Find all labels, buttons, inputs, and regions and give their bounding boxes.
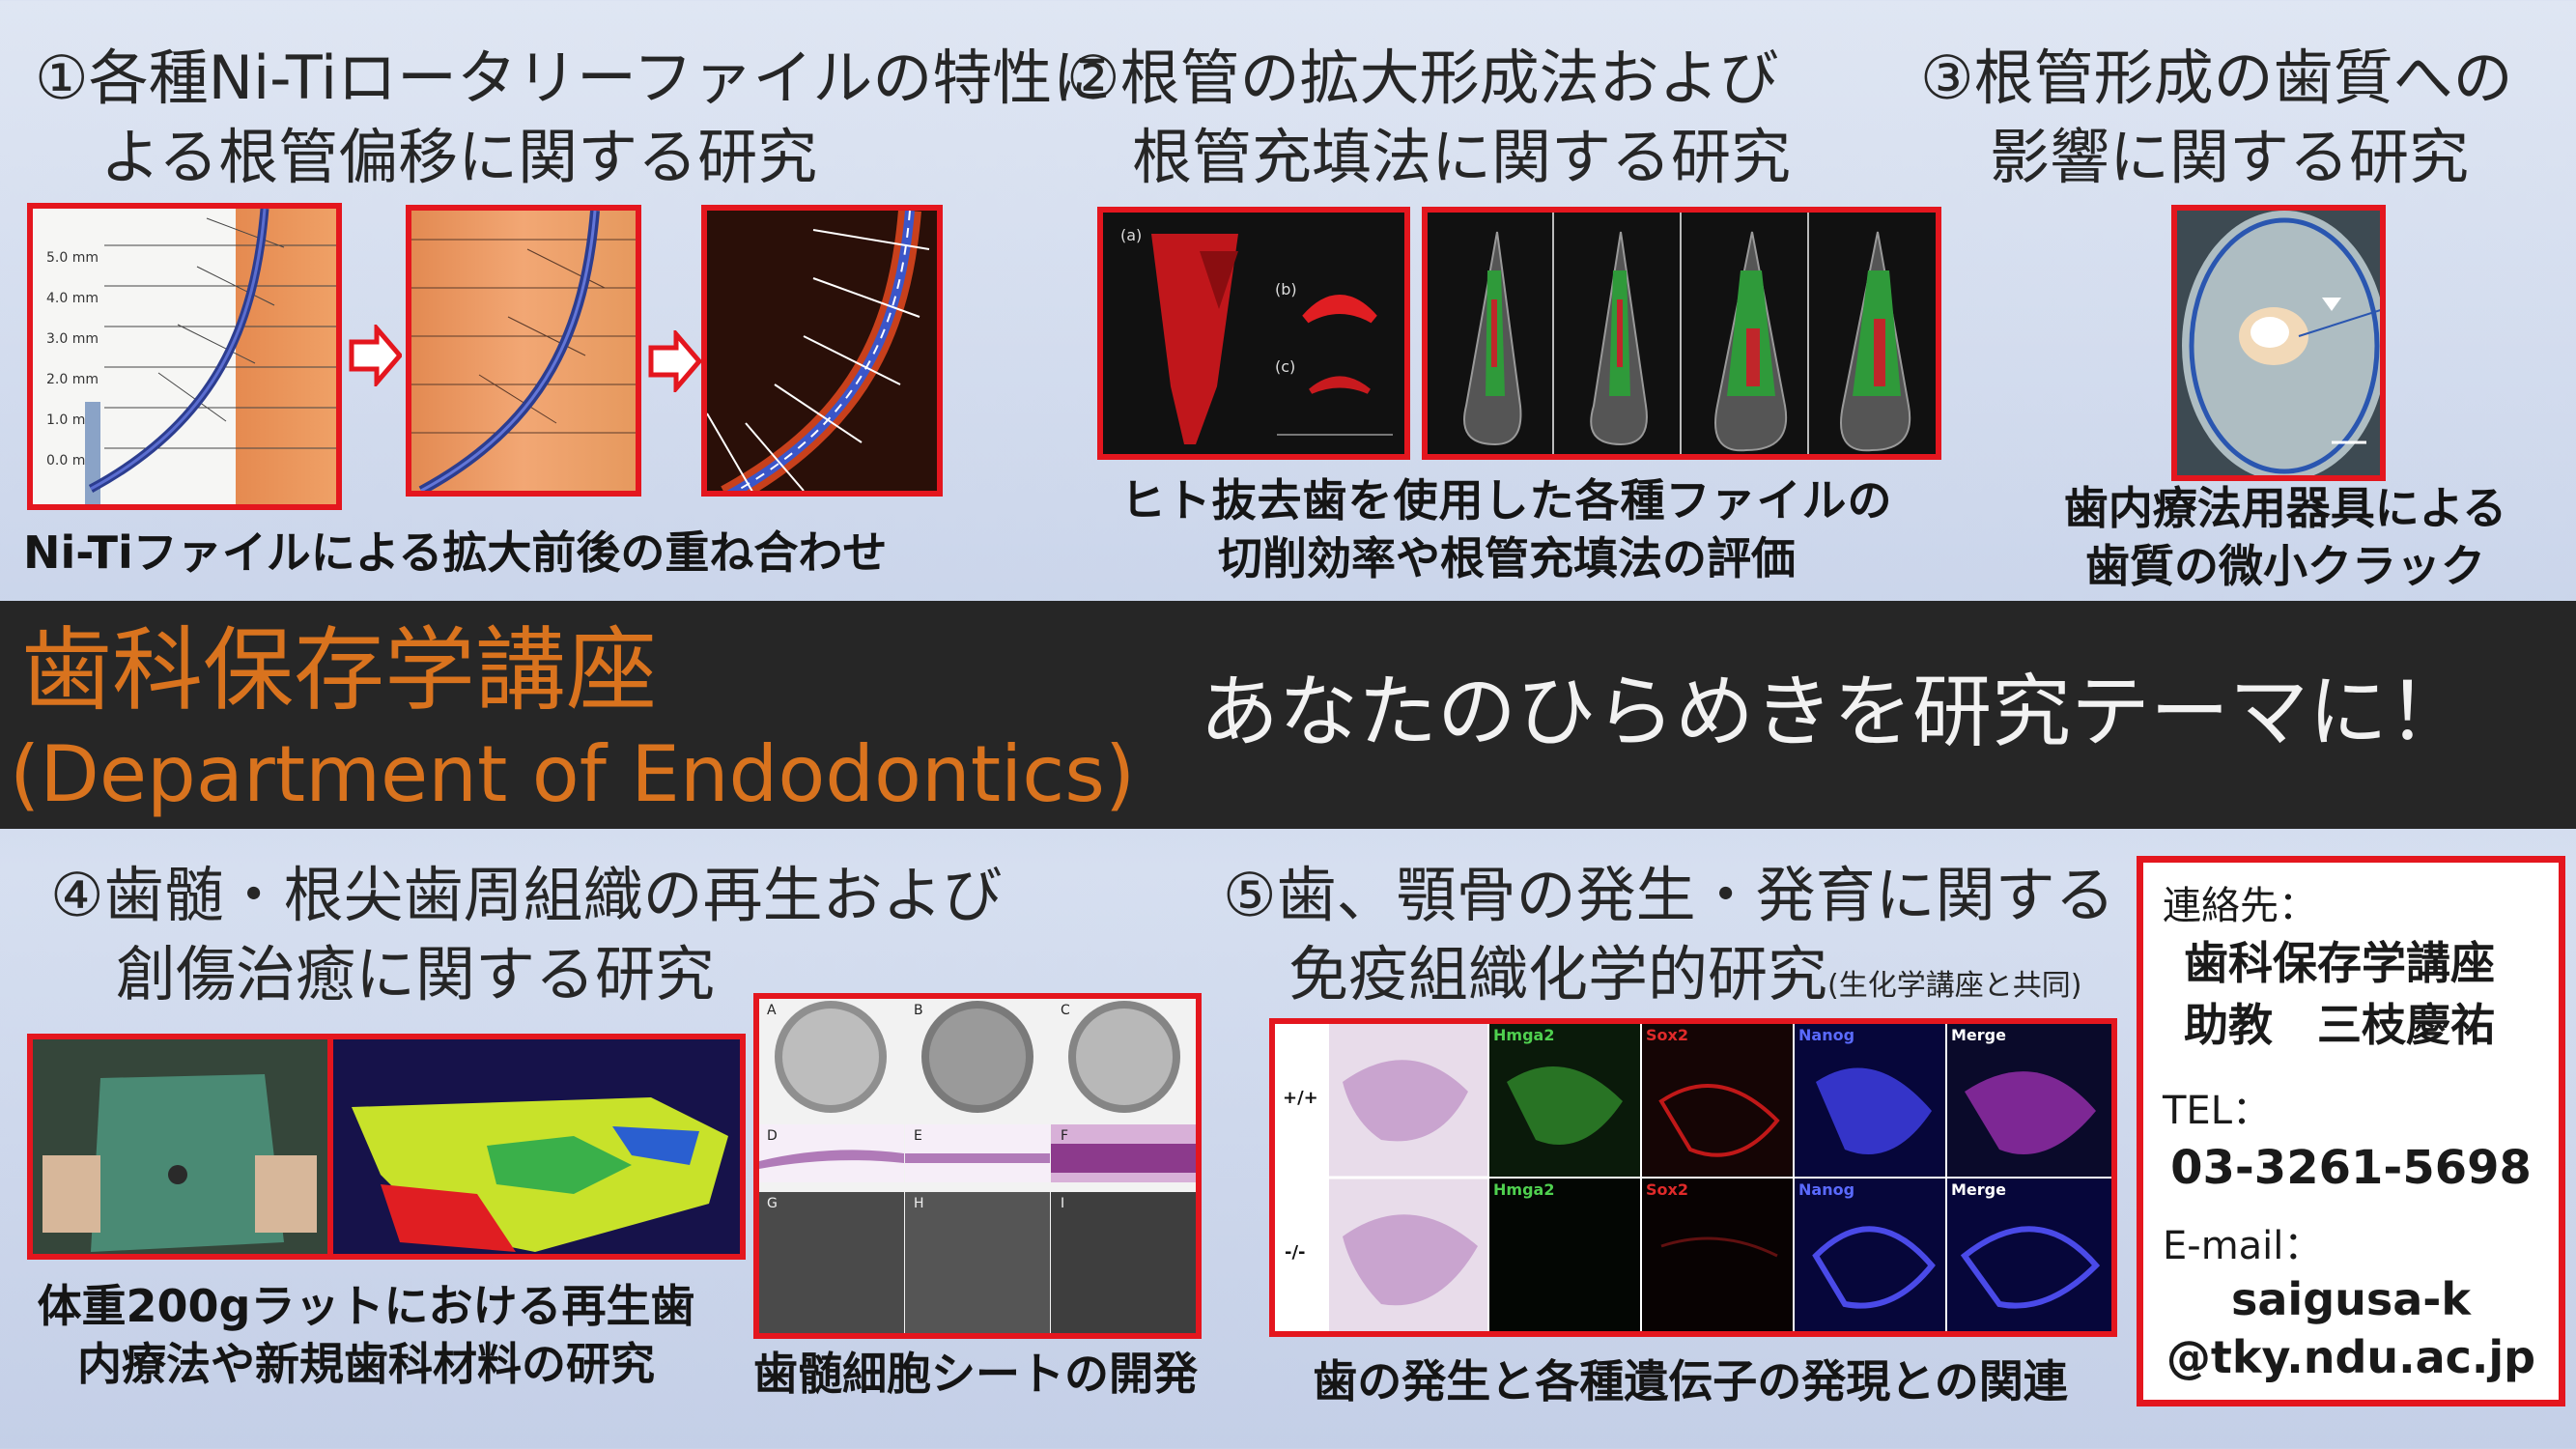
department-name-jp: 歯科保存学講座	[21, 618, 658, 724]
email-line2[interactable]: @tky.ndu.ac.jp	[2166, 1331, 2536, 1383]
sheet-label-c: C	[1061, 1003, 1070, 1018]
research-3-caption-line1: 歯内療法用器具による	[2063, 482, 2507, 534]
department-name-en: (Department of Endodontics)	[10, 729, 1136, 819]
research-4-caption-line2: 内療法や新規歯科材料の研究	[77, 1338, 655, 1390]
sheet-label-h: H	[914, 1196, 924, 1211]
panel-label-b: (b)	[1275, 280, 1297, 298]
research-1-caption: Ni-Tiファイルによる拡大前後の重ね合わせ	[23, 526, 888, 579]
research-5-title-text: 免疫組織化学的研究	[1288, 939, 1828, 1009]
email-line1[interactable]: saigusa-k	[2231, 1273, 2471, 1325]
sheet-label-e: E	[914, 1128, 922, 1144]
department-banner	[0, 601, 2576, 829]
arrow-right-icon	[349, 325, 402, 386]
panel-label-a: (a)	[1120, 226, 1143, 244]
sheet-label-g: G	[767, 1196, 778, 1211]
research-4-sheet-caption: 歯髄細胞シートの開発	[753, 1348, 1198, 1400]
root-canal-curve-icon	[85, 209, 336, 504]
tel-number[interactable]: 03-3261-5698	[2170, 1141, 2532, 1195]
tooth-cross-section-icon	[2182, 211, 2380, 475]
marker-label-hmga2-ko: Hmga2	[1493, 1180, 1555, 1199]
marker-label-sox2-ko: Sox2	[1646, 1180, 1688, 1199]
tooth-3d-micro-ct-image	[1422, 207, 1941, 460]
research-5-title-note: (生化学講座と共同)	[1827, 969, 2082, 1003]
research-2-title-line2: 根管充填法に関する研究	[1132, 122, 1792, 192]
sheet-label-b: B	[914, 1003, 923, 1018]
tooth-microcrack-image	[2171, 205, 2386, 481]
marker-label-nanog: Nanog	[1798, 1026, 1855, 1044]
email-label: E-mail：	[2163, 1224, 2323, 1268]
research-5-title-line2: 免疫組織化学的研究(生化学講座と共同)	[1288, 935, 2081, 1026]
pulp-cell-sheet-image: A B C D E F G H I	[753, 993, 1202, 1339]
slogan: あなたのひらめきを研究テーマに！	[1200, 667, 2468, 758]
root-canal-overlay-image-before: 5.0 mm 4.0 mm 3.0 mm 2.0 mm 1.0 mm 0.0 m…	[27, 203, 342, 510]
root-canal-curve-icon	[707, 211, 930, 491]
research-2-caption-line2: 切削効率や根管充填法の評価	[1218, 532, 1796, 584]
rat-surgery-and-heatmap-icon	[33, 1039, 740, 1254]
research-2-title-line1: ②根管の拡大形成法および	[1066, 43, 1779, 113]
tel-label: TEL：	[2163, 1089, 2271, 1133]
cell-sheet-panels-icon	[759, 999, 1196, 1333]
research-4-title-line2: 創傷治癒に関する研究	[116, 939, 716, 1009]
sheet-label-i: I	[1061, 1196, 1065, 1211]
immunohistochemistry-image: +/+ -/- Hmga2 Sox2 Nanog Merge Hmga2 Sox…	[1269, 1018, 2117, 1337]
research-3-title-line1: ③根管形成の歯質への	[1920, 43, 2513, 113]
arrow-right-icon	[648, 330, 701, 392]
marker-label-nanog-ko: Nanog	[1798, 1180, 1855, 1199]
scale-label-4: 4.0 mm	[46, 291, 99, 306]
genotype-label-ko: -/-	[1285, 1242, 1306, 1263]
research-5-title-line1: ⑤歯、顎骨の発生・発育に関する	[1223, 860, 2115, 930]
research-4-caption-line1: 体重200gラットにおける再生歯	[37, 1280, 695, 1332]
marker-label-sox2: Sox2	[1646, 1026, 1688, 1044]
contact-person: 助教 三枝慶祐	[2184, 999, 2495, 1051]
research-2-caption-line1: ヒト抜去歯を使用した各種ファイルの	[1120, 474, 1893, 526]
contact-label: 連絡先：	[2163, 884, 2317, 928]
sheet-label-f: F	[1061, 1128, 1069, 1144]
root-canal-overlay-image-after	[406, 205, 641, 497]
genotype-label-wt: +/+	[1283, 1088, 1318, 1108]
scale-label-2: 2.0 mm	[46, 372, 99, 387]
root-canal-overlay-image-superimposed	[701, 205, 943, 497]
tooth-3d-model-icon	[1463, 213, 1911, 454]
root-canal-curve-icon	[411, 211, 636, 491]
rat-regeneration-image	[27, 1034, 746, 1260]
panel-label-c: (c)	[1275, 357, 1296, 376]
marker-label-hmga2: Hmga2	[1493, 1026, 1555, 1044]
research-3-caption-line2: 歯質の微小クラック	[2085, 540, 2485, 592]
contact-box: 連絡先： 歯科保存学講座 助教 三枝慶祐 TEL： 03-3261-5698 E…	[2137, 856, 2565, 1406]
ihc-panels-icon	[1329, 1024, 2111, 1331]
sheet-label-a: A	[767, 1003, 777, 1018]
contact-department: 歯科保存学講座	[2184, 937, 2495, 989]
marker-label-merge-ko: Merge	[1951, 1180, 2006, 1199]
tooth-section-image: (a) (b) (c)	[1097, 207, 1410, 460]
tooth-section-shape-icon	[1151, 234, 1393, 444]
scale-label-5: 5.0 mm	[46, 250, 99, 266]
marker-label-merge: Merge	[1951, 1026, 2006, 1044]
sheet-label-d: D	[767, 1128, 778, 1144]
research-1-title-line1: ①各種Ni-Tiロータリーファイルの特性に	[35, 43, 1113, 113]
research-1-title-line2: よる根管偏移に関する研究	[100, 122, 818, 192]
research-4-title-line1: ④歯髄・根尖歯周組織の再生および	[50, 860, 1003, 930]
research-5-caption: 歯の発生と各種遺伝子の発現との関連	[1313, 1355, 2068, 1407]
scale-label-3: 3.0 mm	[46, 331, 99, 347]
research-3-title-line2: 影響に関する研究	[1990, 122, 2470, 192]
